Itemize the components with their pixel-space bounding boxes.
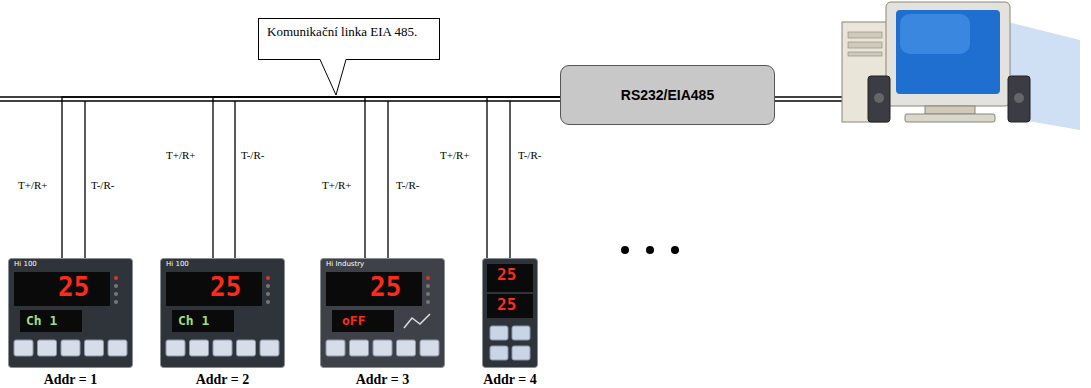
display-value: 25 (497, 267, 516, 283)
device-brand: Hi Industry (326, 261, 364, 268)
display-value: 25 (370, 274, 401, 300)
bus-wire (62, 97, 560, 258)
address-label: Addr = 1 (44, 372, 98, 388)
signal-name: T-/R- (518, 150, 541, 161)
ellipsis-dots (621, 246, 679, 254)
address-label: Addr = 3 (356, 372, 410, 388)
signal-name: T-/R- (241, 150, 264, 161)
box-label: RS232/EIA485 (621, 87, 714, 103)
display-value: Ch 1 (26, 314, 57, 327)
bus-wire (487, 97, 560, 258)
wire (85, 101, 510, 258)
wire (509, 101, 510, 258)
bus-wire (213, 97, 560, 258)
callout-pointer (320, 59, 346, 95)
signal-name: T-/R- (91, 180, 114, 191)
device-brand: Hi 100 (14, 261, 37, 268)
signal-name: T+/R+ (18, 180, 48, 191)
signal-name: T-/R- (396, 180, 419, 191)
signal-name: T+/R+ (440, 150, 470, 161)
signal-name: T+/R+ (322, 180, 352, 191)
converter-box: RS232/EIA485 (560, 65, 775, 125)
wire (234, 101, 235, 258)
callout-text: Komunikační linka EIA 485. (267, 24, 417, 39)
device-brand: Hi 100 (166, 261, 189, 268)
address-label: Addr = 2 (196, 372, 250, 388)
wire (84, 101, 85, 258)
callout-pointer (320, 60, 346, 96)
wire (387, 101, 388, 258)
bus-wire (365, 97, 560, 258)
display-value: Ch 1 (178, 314, 209, 327)
callout-box: Komunikační linka EIA 485. (258, 18, 440, 60)
address-label: Addr = 4 (483, 372, 537, 388)
display-value: oFF (342, 314, 365, 327)
display-value: 25 (210, 274, 241, 300)
display-value: 25 (58, 274, 89, 300)
display-value: 25 (497, 297, 516, 313)
signal-name: T+/R+ (166, 150, 196, 161)
computer-icon (842, 2, 1080, 130)
